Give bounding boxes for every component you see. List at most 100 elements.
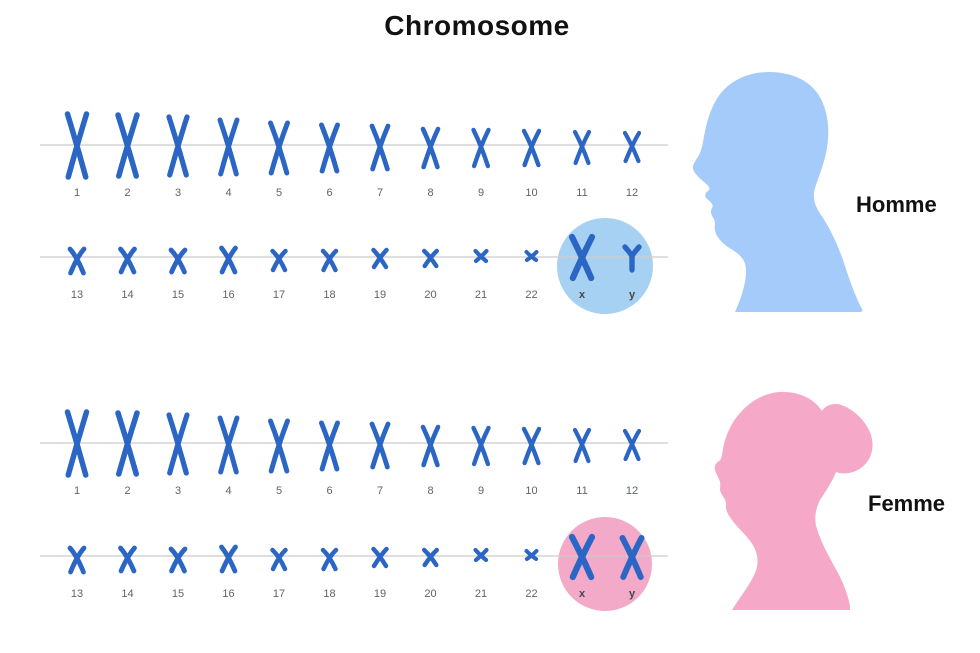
femme-chromosome-8 <box>420 424 441 468</box>
femme-chromosome-14 <box>118 545 137 574</box>
femme-chromosome-label-1: 1 <box>73 485 81 497</box>
homme-chromosome-label-11: 11 <box>576 187 588 199</box>
homme-chromosome-6 <box>319 122 340 174</box>
femme-sex-chromosome-highlight-circle <box>558 517 652 611</box>
homme-chromosome-1 <box>64 111 90 180</box>
femme-chromosome-15 <box>168 546 188 574</box>
homme-chromosome-15 <box>168 247 188 275</box>
femme-sex-chromosome-x <box>568 533 596 581</box>
femme-chromosome-label-14: 14 <box>121 588 134 600</box>
homme-chromosome-9 <box>471 127 491 169</box>
femme-chromosome-7 <box>369 421 391 470</box>
femme-chromosome-label-2: 2 <box>124 485 131 497</box>
femme-chromosome-2 <box>115 410 140 477</box>
femme-label: Femme <box>868 491 946 516</box>
femme-chromosome-label-16: 16 <box>222 588 235 600</box>
femme-chromosome-13 <box>67 545 87 575</box>
homme-chromosome-label-16: 16 <box>222 289 235 301</box>
femme-chromosome-9 <box>471 425 491 467</box>
homme-chromosome-label-4: 4 <box>225 187 232 199</box>
homme-chromosome-label-15: 15 <box>171 289 185 301</box>
femme-chromosome-11 <box>572 427 592 464</box>
homme-sex-chromosome-x <box>568 233 596 282</box>
femme-chromosome-20 <box>422 547 439 568</box>
femme-chromosome-6 <box>319 420 340 472</box>
femme-chromosome-label-19: 19 <box>373 588 387 600</box>
karyotype-femme <box>40 409 668 611</box>
homme-chromosome-label-21: 21 <box>474 289 488 301</box>
homme-chromosome-label-10: 10 <box>525 187 538 199</box>
homme-chromosome-4 <box>217 117 240 177</box>
femme-chromosome-12 <box>622 428 642 462</box>
femme-chromosome-label-15: 15 <box>171 588 185 600</box>
femme-chromosome-label-9: 9 <box>477 485 485 497</box>
homme-chromosome-label-19: 19 <box>373 289 387 301</box>
homme-chromosome-label-13: 13 <box>70 289 84 301</box>
homme-chromosome-21 <box>473 248 489 264</box>
homme-chromosome-22 <box>524 250 539 262</box>
homme-chromosome-11 <box>572 129 592 166</box>
femme-chromosome-label-10: 10 <box>525 485 538 497</box>
karyotype-homme <box>40 111 668 314</box>
homme-chromosome-label-12: 12 <box>625 187 639 199</box>
femme-chromosome-4 <box>217 415 240 475</box>
homme-chromosome-label-3: 3 <box>174 187 182 199</box>
homme-chromosome-label-8: 8 <box>427 187 434 199</box>
femme-chromosome-label-11: 11 <box>576 485 588 497</box>
femme-chromosome-1 <box>64 409 90 478</box>
homme-chromosome-10 <box>521 128 542 168</box>
femme-chromosome-19 <box>371 546 389 569</box>
homme-chromosome-label-1: 1 <box>73 187 81 199</box>
femme-chromosome-18 <box>320 547 339 572</box>
homme-sex-chromosome-highlight-circle <box>557 218 653 314</box>
homme-chromosome-16 <box>219 245 238 275</box>
homme-chromosome-12 <box>622 130 642 164</box>
female-head-shape <box>714 391 873 610</box>
femme-chromosome-label-4: 4 <box>225 485 232 497</box>
homme-chromosome-14 <box>118 246 137 275</box>
homme-chromosome-2 <box>115 112 140 179</box>
femme-chromosome-label-17: 17 <box>272 588 286 600</box>
homme-chromosome-19 <box>371 247 389 270</box>
homme-chromosome-label-9: 9 <box>477 187 485 199</box>
homme-chromosome-label-7: 7 <box>376 187 384 199</box>
femme-chromosome-22 <box>524 549 539 561</box>
page-title: Chromosome <box>384 10 570 41</box>
homme-chromosome-label-6: 6 <box>326 187 333 199</box>
femme-chromosome-label-12: 12 <box>625 485 639 497</box>
femme-chromosome-label-y: y <box>628 588 636 600</box>
homme-chromosome-3 <box>166 114 190 178</box>
homme-chromosome-label-14: 14 <box>121 289 134 301</box>
homme-chromosome-7 <box>369 123 391 172</box>
homme-chromosome-20 <box>422 248 439 269</box>
femme-chromosome-label-21: 21 <box>474 588 488 600</box>
femme-chromosome-21 <box>473 547 489 563</box>
male-head-shape <box>692 72 863 312</box>
homme-chromosome-17 <box>270 248 288 273</box>
homme-chromosome-5 <box>268 120 290 176</box>
homme-chromosome-18 <box>320 248 339 273</box>
femme-chromosome-5 <box>268 418 290 474</box>
femme-chromosome-label-3: 3 <box>174 485 182 497</box>
homme-chromosome-label-x: x <box>578 289 586 301</box>
femme-chromosome-label-5: 5 <box>275 485 283 497</box>
homme-chromosome-label-2: 2 <box>124 187 131 199</box>
femme-chromosome-label-13: 13 <box>70 588 84 600</box>
femme-chromosome-17 <box>270 547 288 572</box>
homme-chromosome-label-y: y <box>628 289 636 301</box>
femme-chromosome-3 <box>166 412 190 476</box>
homme-chromosome-13 <box>67 246 87 276</box>
homme-label: Homme <box>856 192 937 217</box>
homme-chromosome-8 <box>420 126 441 170</box>
homme-chromosome-label-20: 20 <box>424 289 437 301</box>
homme-chromosome-label-22: 22 <box>525 289 538 301</box>
femme-chromosome-label-6: 6 <box>326 485 333 497</box>
homme-chromosome-label-17: 17 <box>272 289 286 301</box>
femme-chromosome-label-20: 20 <box>424 588 437 600</box>
femme-chromosome-10 <box>521 426 542 466</box>
femme-chromosome-label-22: 22 <box>525 588 538 600</box>
femme-sex-chromosome-x2 <box>619 535 645 580</box>
female-head-silhouette <box>714 391 873 610</box>
